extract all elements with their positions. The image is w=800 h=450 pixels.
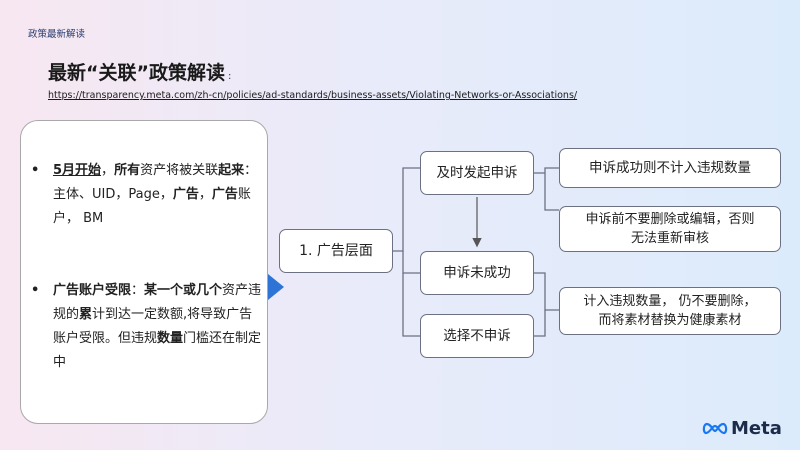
flow-node-appeal: 及时发起申诉 bbox=[420, 151, 534, 195]
bullet-segment: ， bbox=[198, 187, 212, 202]
panel-pointer-arrow bbox=[268, 274, 284, 300]
page-title-colon: : bbox=[227, 71, 232, 82]
policy-link[interactable]: https://transparency.meta.com/zh-cn/poli… bbox=[48, 90, 578, 101]
node-line: 计入违规数量， 仍不要删除， bbox=[583, 294, 757, 309]
bullet-highlight: 累 bbox=[79, 307, 93, 322]
section-tag: 政策最新解读 bbox=[28, 29, 86, 40]
bullet-highlight: 广告账户受限 bbox=[53, 283, 132, 298]
bullet-segment: 资产违规的 bbox=[53, 283, 262, 322]
flow-node-count-violation: 计入违规数量， 仍不要删除， 而将素材替换为健康素材 bbox=[559, 287, 781, 335]
connector-ad-to-noappeal bbox=[402, 273, 420, 337]
connector-noappeal-to-count bbox=[534, 310, 546, 337]
meta-logo: Meta bbox=[702, 418, 782, 439]
connector-ad-to-fail bbox=[402, 251, 420, 274]
bullet-dot: • bbox=[31, 163, 40, 178]
flow-node-appeal-fail: 申诉未成功 bbox=[420, 251, 534, 295]
bullet-highlight: 某一个或几个 bbox=[144, 283, 223, 298]
page-title-text: 最新“关联”政策解读 bbox=[48, 62, 225, 84]
bullet-segment: 计到达一定数额,将导致广告账户受限。但违规 bbox=[53, 307, 253, 346]
bullet-text: 5月开始，所有资产将被关联起来：主体、UID，Page，广告，广告账户， BM bbox=[53, 159, 265, 231]
connector-ad-to-appeal bbox=[393, 167, 420, 252]
bullet-highlight: 所有 bbox=[114, 163, 141, 178]
connector-fail-to-count bbox=[534, 272, 559, 311]
bullet-highlight: 5月开始 bbox=[53, 163, 102, 178]
bullet-highlight: 数量 bbox=[157, 331, 184, 346]
policy-summary-panel: • 5月开始，所有资产将被关联起来：主体、UID，Page，广告，广告账户， B… bbox=[20, 120, 268, 424]
bullet-segment: 门槛还在制定中 bbox=[53, 331, 262, 370]
flow-node-no-delete-before-appeal: 申诉前不要删除或编辑，否则 无法重新审核 bbox=[559, 206, 781, 252]
page-title: 最新“关联”政策解读: bbox=[48, 58, 231, 85]
meta-wordmark: Meta bbox=[731, 418, 782, 439]
bullet-text: 广告账户受限：某一个或几个资产违规的累计到达一定数额,将导致广告账户受限。但违规… bbox=[53, 279, 265, 375]
flow-node-ad-level: 1. 广告层面 bbox=[279, 229, 393, 273]
flow-node-no-appeal: 选择不申诉 bbox=[420, 314, 534, 358]
bullet-highlight: 广告 bbox=[172, 187, 199, 202]
meta-infinity-icon bbox=[702, 422, 728, 435]
node-line: 而将素材替换为健康素材 bbox=[598, 313, 742, 328]
bullet-segment: 资产将被关联 bbox=[140, 163, 219, 178]
bullet-segment: ： bbox=[131, 283, 145, 298]
bullet-segment: ：主体、UID，Page， bbox=[53, 163, 258, 202]
node-line: 申诉前不要删除或编辑，否则 bbox=[585, 212, 755, 227]
bullet-highlight: 起来 bbox=[218, 163, 245, 178]
flow-node-appeal-success: 申诉成功则不计入违规数量 bbox=[559, 148, 781, 188]
bullet-segment: ， bbox=[101, 163, 115, 178]
bullet-highlight: 广告 bbox=[211, 187, 238, 202]
connector-appeal-to-outcomes bbox=[534, 167, 559, 211]
node-line: 无法重新审核 bbox=[630, 231, 709, 246]
bullet-dot: • bbox=[31, 283, 40, 298]
bullet-segment: 账户， BM bbox=[53, 187, 251, 226]
